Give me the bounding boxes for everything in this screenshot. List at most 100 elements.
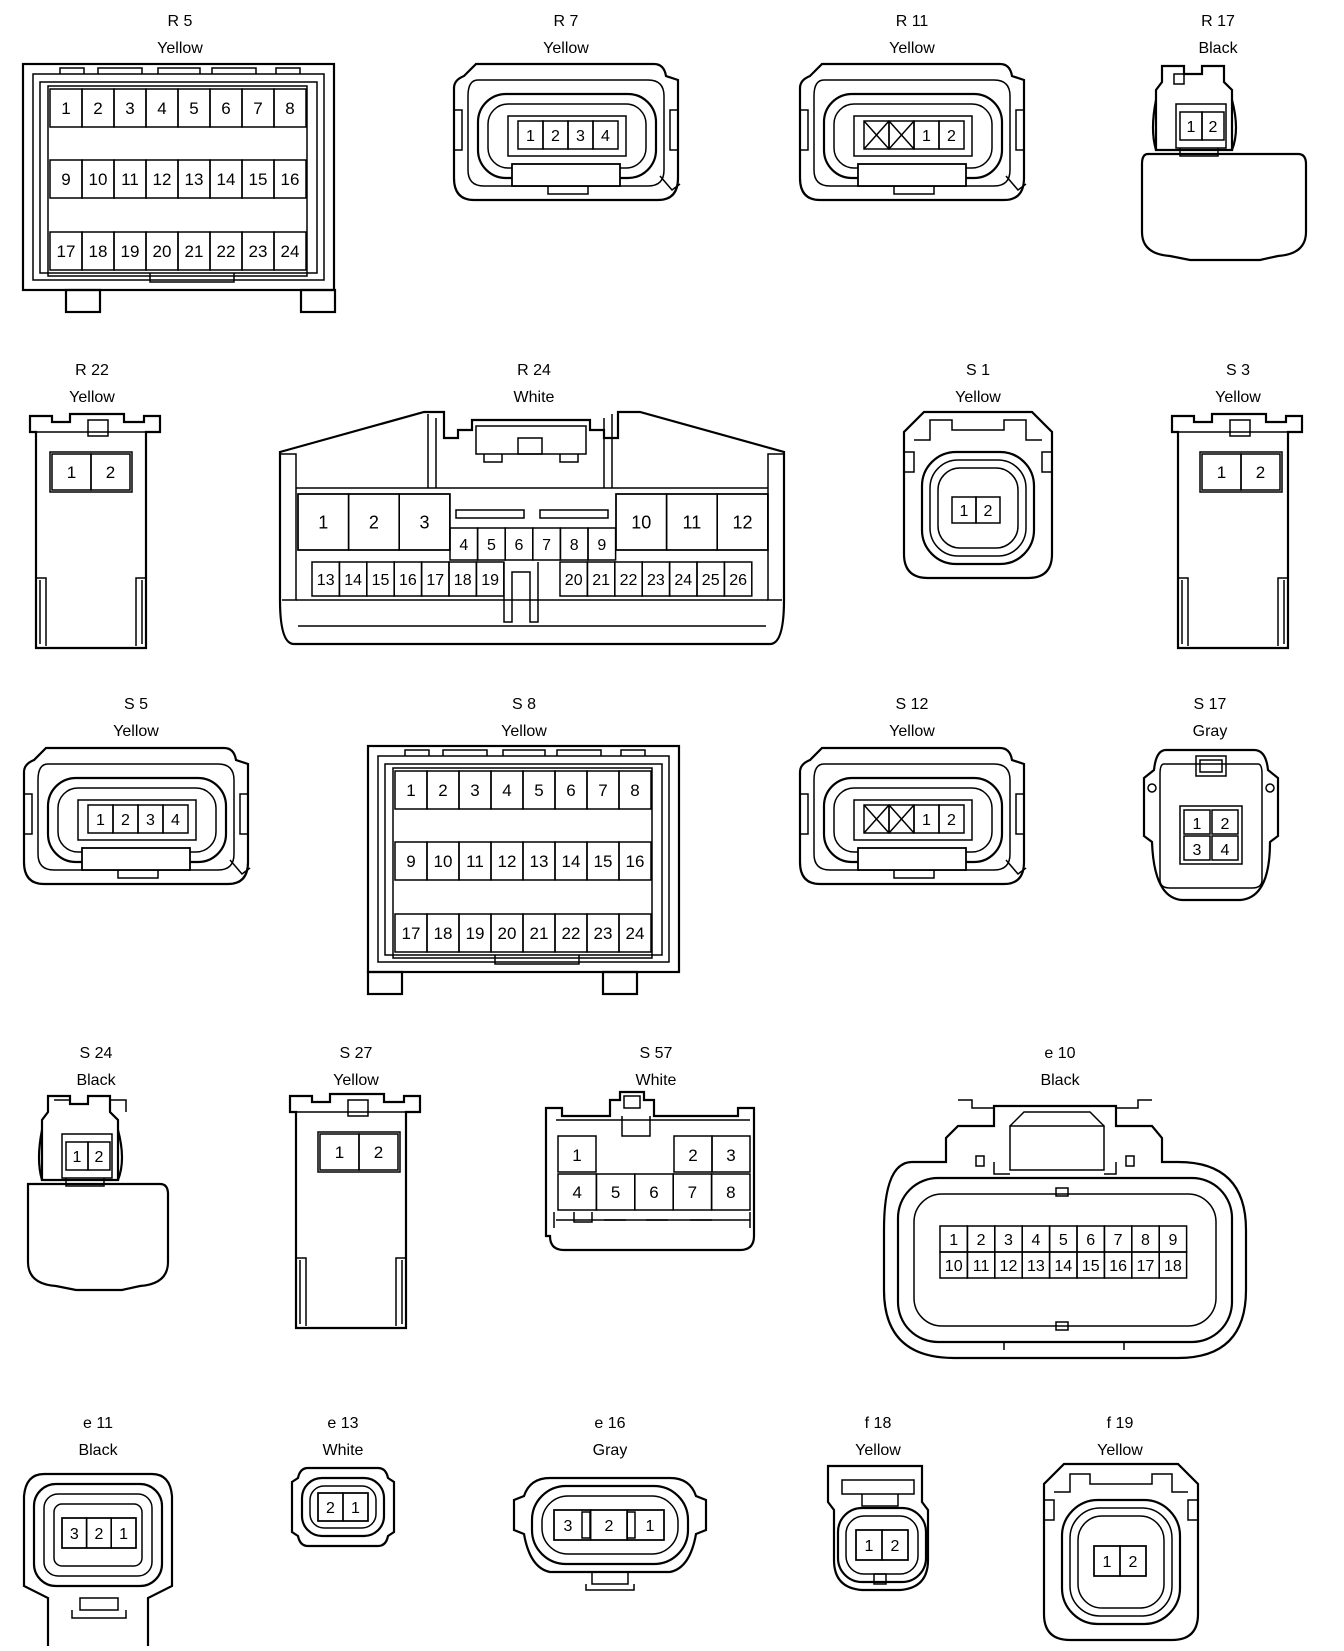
connector-s17: S 17 Gray 1 2 3 4: [1142, 696, 1280, 902]
pin-5: 5: [189, 99, 198, 118]
pin-3: 3: [1193, 842, 1202, 859]
pin-1: 1: [1103, 1554, 1112, 1571]
connector-id: R 5: [168, 13, 193, 30]
pin-2: 2: [604, 1518, 613, 1535]
pin-cell: [618, 770, 652, 810]
pin-5: 5: [487, 537, 496, 554]
connector-color: Yellow: [1097, 1442, 1143, 1459]
pin-4: 4: [171, 812, 180, 829]
pin-17: 17: [402, 924, 421, 943]
pin-17: 17: [426, 572, 444, 589]
pin-2: 2: [93, 99, 102, 118]
pin-20: 20: [498, 924, 517, 943]
pin-23: 23: [249, 242, 268, 261]
connector-color: Yellow: [889, 723, 935, 740]
connector-id: S 17: [1194, 696, 1227, 713]
pin-2: 2: [1256, 463, 1265, 482]
pin-23: 23: [594, 924, 613, 943]
pin-24: 24: [674, 572, 692, 589]
pin-6: 6: [221, 99, 230, 118]
pin-7: 7: [598, 781, 607, 800]
pin-14: 14: [217, 170, 236, 189]
connector-color: Black: [76, 1072, 116, 1089]
connector-color: Yellow: [157, 40, 203, 57]
pin-1: 1: [922, 812, 931, 829]
pin-5: 5: [534, 781, 543, 800]
pin-2: 2: [551, 128, 560, 145]
pin-11: 11: [466, 852, 484, 871]
pin-1: 1: [960, 503, 969, 520]
pin-2: 2: [438, 781, 447, 800]
pin-13: 13: [317, 572, 335, 589]
pin-10: 10: [434, 852, 453, 871]
pin-22: 22: [217, 242, 236, 261]
pin-2: 2: [106, 463, 115, 482]
pin-cell: [975, 496, 1001, 524]
connector-color: Yellow: [543, 40, 589, 57]
connector-id: S 27: [340, 1045, 373, 1062]
connector-color: Black: [1198, 40, 1238, 57]
connector-color: Black: [78, 1442, 118, 1459]
pin-12: 12: [498, 852, 517, 871]
pin-1: 1: [949, 1232, 958, 1249]
connector-id: e 16: [594, 1415, 625, 1432]
pin-10: 10: [89, 170, 108, 189]
pin-2: 2: [984, 503, 993, 520]
connector-color: Yellow: [113, 723, 159, 740]
connector-color: Yellow: [1215, 389, 1261, 406]
pin-10: 10: [631, 512, 651, 532]
connector-color: Yellow: [333, 1072, 379, 1089]
pin-1: 1: [865, 1538, 874, 1555]
connector-id: S 1: [966, 362, 990, 379]
connector-color: Yellow: [501, 723, 547, 740]
pin-4: 4: [572, 1183, 581, 1202]
connector-id: e 11: [83, 1415, 113, 1432]
pin-2: 2: [326, 1500, 335, 1517]
connector-id: R 7: [554, 13, 579, 30]
pin-2: 2: [947, 128, 956, 145]
pin-21: 21: [592, 572, 610, 589]
pin-cell: [273, 231, 307, 271]
pin-12: 12: [1000, 1258, 1018, 1275]
pin-15: 15: [594, 852, 613, 871]
pin-2: 2: [947, 812, 956, 829]
pin-1: 1: [1187, 119, 1196, 136]
pin-24: 24: [626, 924, 645, 943]
pin-cell: [162, 804, 189, 834]
connector-color: Gray: [1193, 723, 1228, 740]
pin-9: 9: [597, 537, 606, 554]
pin-cell: [587, 527, 617, 561]
pin-1: 1: [1217, 463, 1226, 482]
pin-13: 13: [185, 170, 204, 189]
pin-2: 2: [369, 512, 379, 532]
connector-color: White: [323, 1442, 364, 1459]
pin-6: 6: [515, 537, 524, 554]
pin-14: 14: [1054, 1258, 1072, 1275]
connector-id: S 12: [896, 696, 929, 713]
pin-11: 11: [121, 170, 139, 189]
connector-id: S 57: [640, 1045, 673, 1062]
connector-id: R 22: [75, 362, 109, 379]
pin-17: 17: [1137, 1258, 1155, 1275]
pin-5: 5: [611, 1183, 620, 1202]
pin-3: 3: [726, 1146, 735, 1165]
connector-color: White: [636, 1072, 677, 1089]
pin-8: 8: [726, 1183, 735, 1202]
pin-19: 19: [466, 924, 485, 943]
pin-13: 13: [1027, 1258, 1045, 1275]
